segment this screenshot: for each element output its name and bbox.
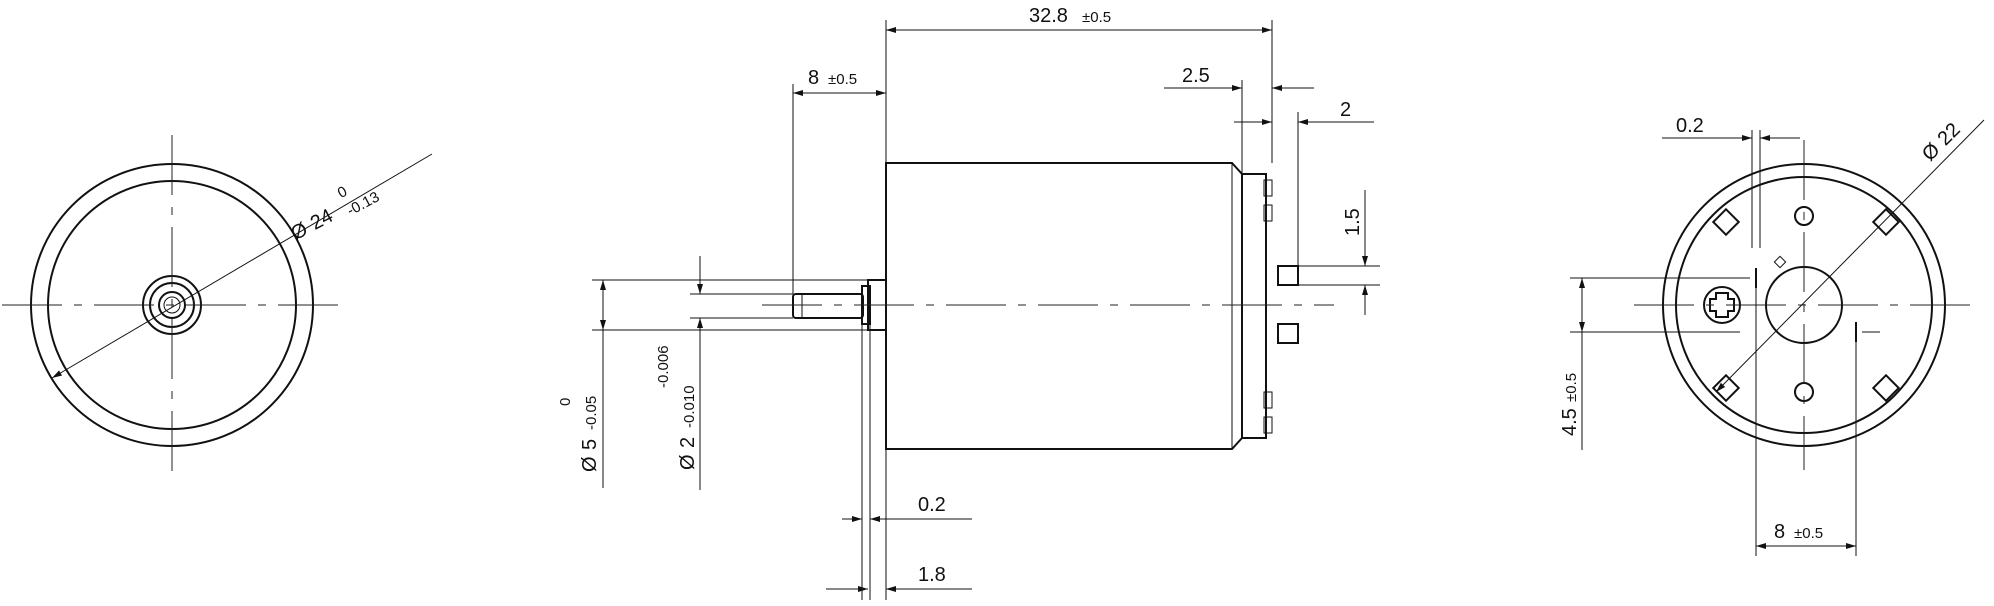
terminal-protrusion-value: 2 bbox=[1340, 99, 1351, 121]
front-diameter-upper-tol: 0 bbox=[335, 183, 350, 202]
shaft-diameter-upper-tol: -0.006 bbox=[655, 345, 672, 388]
boss-diameter-upper-tol: 0 bbox=[557, 398, 574, 406]
front-diameter-leader bbox=[51, 153, 433, 379]
front-shaft-inner bbox=[163, 296, 181, 314]
shaft-length-value: 8 bbox=[808, 67, 819, 89]
boss-length-value: 1.8 bbox=[918, 564, 946, 586]
front-diameter-lower-tol: -0.13 bbox=[344, 188, 382, 219]
length-value: 32.8 bbox=[1029, 5, 1068, 27]
terminal-width-value: 1.5 bbox=[1342, 208, 1364, 236]
rear-tab-br bbox=[1871, 373, 1901, 403]
rear-diameter-nominal: 22 bbox=[1934, 119, 1965, 150]
rear-tab-tr bbox=[1871, 207, 1901, 237]
boss-diameter-nominal: 5 bbox=[579, 439, 601, 450]
shaft-diameter-lower-tol: -0.010 bbox=[681, 385, 698, 428]
front-view: Ø 24 0 -0.13 bbox=[2, 135, 433, 477]
side-view: 32.8 ±0.5 8 ±0.5 2.5 2 1.5 Ø 5 0 -0.0 bbox=[557, 5, 1380, 600]
terminal-offset-tol: ±0.5 bbox=[1563, 373, 1580, 402]
rear-offset-value: 0.2 bbox=[1676, 115, 1704, 137]
front-shaft-outer bbox=[158, 291, 186, 319]
washer-thickness-value: 0.2 bbox=[918, 494, 946, 516]
rear-tab-tl bbox=[1711, 207, 1741, 237]
motor-body bbox=[885, 162, 1243, 450]
shaft bbox=[792, 293, 864, 319]
shaft-length-tol: ±0.5 bbox=[828, 71, 857, 88]
terminal-offset-value: 4.5 bbox=[1559, 408, 1581, 436]
shaft-diameter-symbol: Ø bbox=[677, 454, 699, 470]
rear-cap bbox=[1241, 173, 1267, 439]
front-diameter-symbol: Ø bbox=[287, 218, 311, 245]
terminal-spacing-value: 8 bbox=[1774, 521, 1785, 543]
rear-cap-value: 2.5 bbox=[1182, 65, 1210, 87]
terminal-spacing-tol: ±0.5 bbox=[1794, 525, 1823, 542]
rear-tab-bl bbox=[1711, 373, 1741, 403]
length-tol: ±0.5 bbox=[1082, 9, 1111, 26]
boss-diameter-symbol: Ø bbox=[579, 456, 601, 472]
terminal-upper bbox=[1277, 265, 1299, 286]
boss-diameter-lower-tol: -0.05 bbox=[583, 396, 600, 430]
terminal-lower bbox=[1277, 323, 1299, 344]
shaft-diameter-nominal: 2 bbox=[677, 437, 699, 448]
rear-diameter-symbol: Ø bbox=[1918, 139, 1945, 166]
front-diameter-nominal: 24 bbox=[307, 205, 337, 235]
rear-view: Ø 22 0.2 4.5 ±0.5 8 ±0.5 bbox=[1559, 115, 1985, 556]
rear-hole-top bbox=[1794, 206, 1814, 226]
